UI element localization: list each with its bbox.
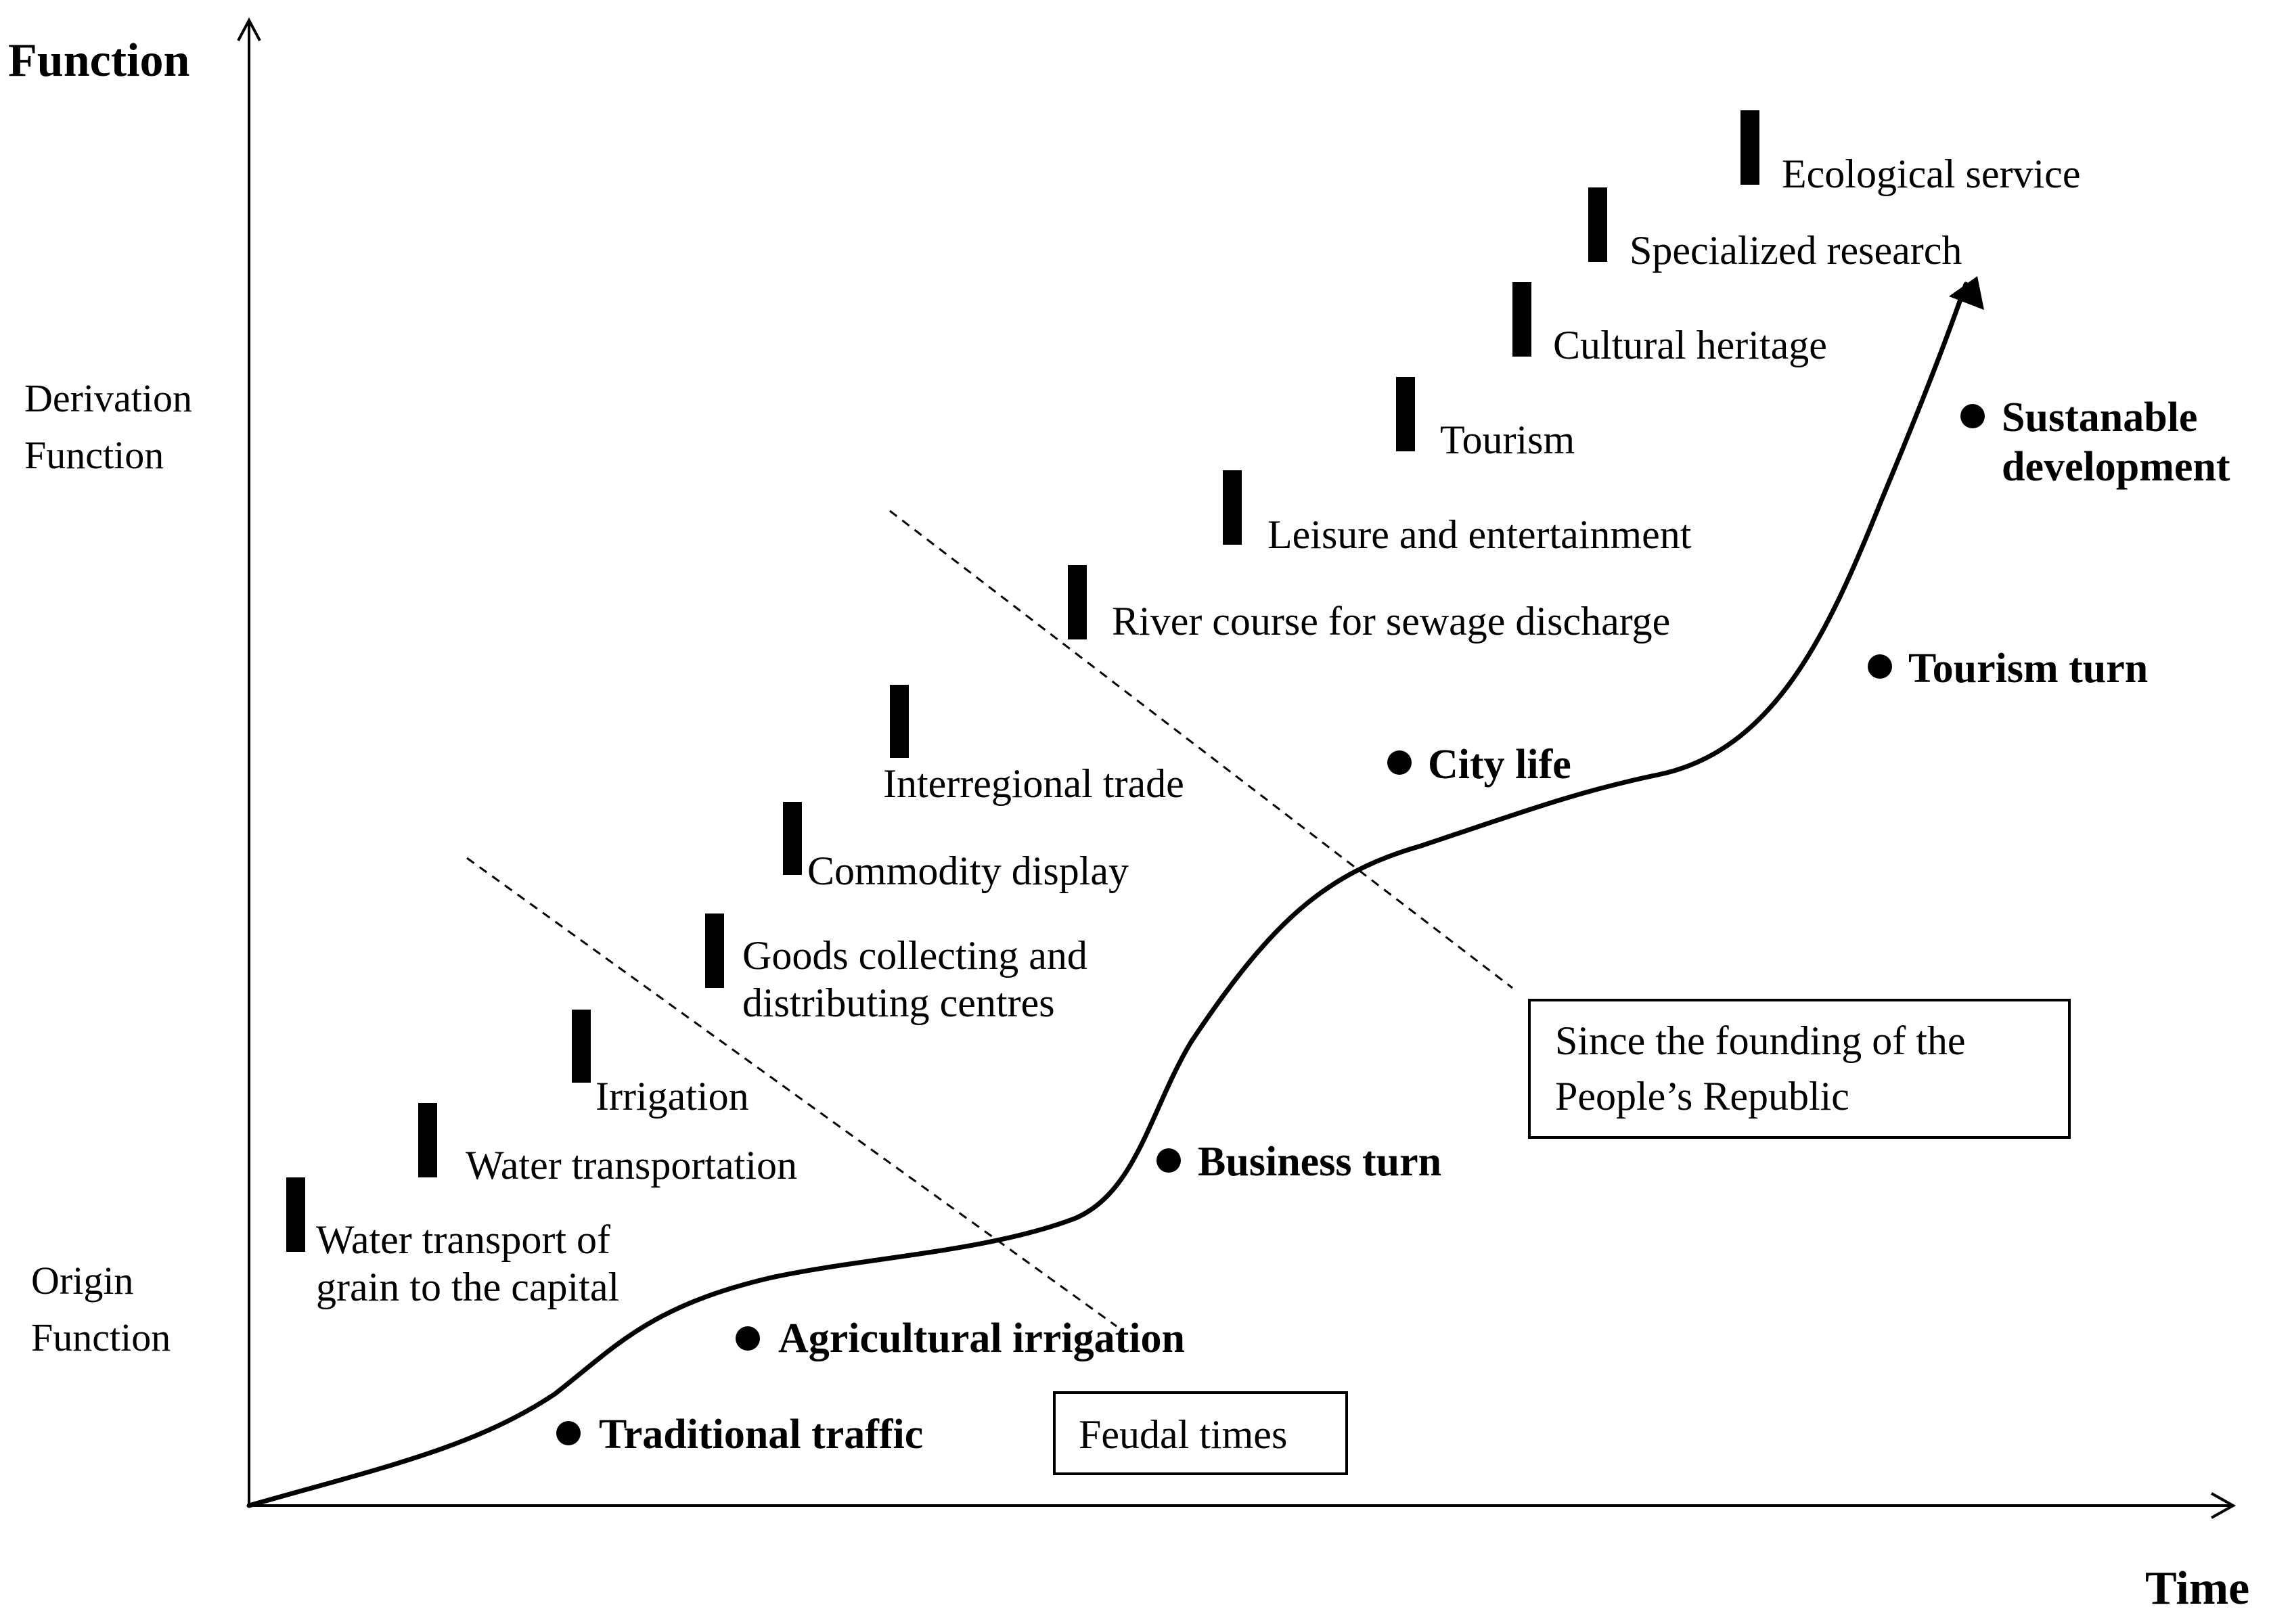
republic-era-label-line1: Since the founding of the (1555, 1018, 1966, 1063)
milestone-labels: Traditional traffic Agricultural irrigat… (599, 394, 2230, 1458)
milestone-label: Tourism turn (1908, 646, 2148, 692)
function-label: Leisure and entertainment (1267, 512, 1692, 557)
feudal-times-box: Feudal times (1053, 1391, 1348, 1475)
function-label: River course for sewage discharge (1112, 599, 1670, 644)
function-bar (1740, 110, 1759, 185)
function-label: distributing centres (742, 980, 1055, 1025)
milestone-dot (1868, 654, 1892, 679)
function-bar (783, 802, 802, 875)
function-label: Interregional trade (883, 761, 1184, 806)
evolution-curve-line (246, 281, 1969, 1508)
era-dividers (466, 510, 1513, 1328)
y-axis-title: Function (8, 35, 189, 87)
function-label: Specialized research (1630, 228, 1962, 273)
milestone-dot (556, 1421, 581, 1445)
republic-era-divider (889, 510, 1513, 989)
function-label: Cultural heritage (1553, 323, 1827, 367)
milestone-label: development (2002, 444, 2230, 490)
milestone-dot (736, 1326, 760, 1351)
derivation-function-label-line2: Function (24, 433, 164, 477)
milestone-dots (556, 404, 1985, 1445)
x-axis-arrowhead (2211, 1492, 2237, 1519)
y-axis-arrowhead (237, 17, 261, 41)
function-label: Ecological service (1782, 152, 2080, 196)
feudal-times-label: Feudal times (1079, 1412, 1287, 1457)
feudal-times-frame (1053, 1391, 1348, 1475)
function-bars (286, 110, 1759, 1252)
function-label: Commodity display (807, 849, 1129, 893)
milestone-label: Sustanable (2002, 394, 2197, 441)
function-label: grain to the capital (316, 1265, 619, 1309)
function-label: Tourism (1440, 418, 1575, 462)
x-axis-title: Time (2145, 1562, 2249, 1615)
republic-era-box: Since the founding of the People’s Repub… (1528, 999, 2071, 1139)
function-bar (418, 1103, 437, 1177)
function-bar (890, 685, 909, 758)
function-bar (1068, 565, 1087, 639)
function-bar (1588, 187, 1607, 262)
function-bar (1396, 377, 1415, 451)
function-bar (286, 1177, 305, 1252)
function-label: Water transportation (466, 1143, 797, 1188)
function-label: Irrigation (596, 1074, 749, 1119)
republic-era-frame (1528, 999, 2071, 1139)
function-bar (1512, 282, 1531, 357)
milestone-dot (1156, 1148, 1181, 1173)
milestone-label: Business turn (1198, 1139, 1441, 1185)
evolution-curve-arrowhead (1949, 276, 1984, 310)
axes (237, 17, 2237, 1519)
function-bar (705, 914, 724, 988)
milestone-label: City life (1428, 742, 1571, 788)
function-bar (1223, 470, 1242, 545)
milestone-label: Traditional traffic (599, 1412, 923, 1458)
derivation-function-label-line1: Derivation (24, 376, 192, 420)
milestone-dot (1960, 404, 1985, 428)
milestone-dot (1387, 750, 1412, 775)
evolution-curve (246, 276, 1984, 1508)
republic-era-label-line2: People’s Republic (1555, 1074, 1849, 1119)
function-bar (572, 1010, 591, 1083)
milestone-label: Agricultural irrigation (778, 1315, 1185, 1361)
function-label: Goods collecting and (742, 933, 1087, 978)
function-labels: Water transport of grain to the capital … (316, 152, 2080, 1309)
origin-function-label-line1: Origin (31, 1259, 133, 1303)
function-label: Water transport of (316, 1217, 610, 1262)
origin-function-label-line2: Function (31, 1315, 171, 1359)
